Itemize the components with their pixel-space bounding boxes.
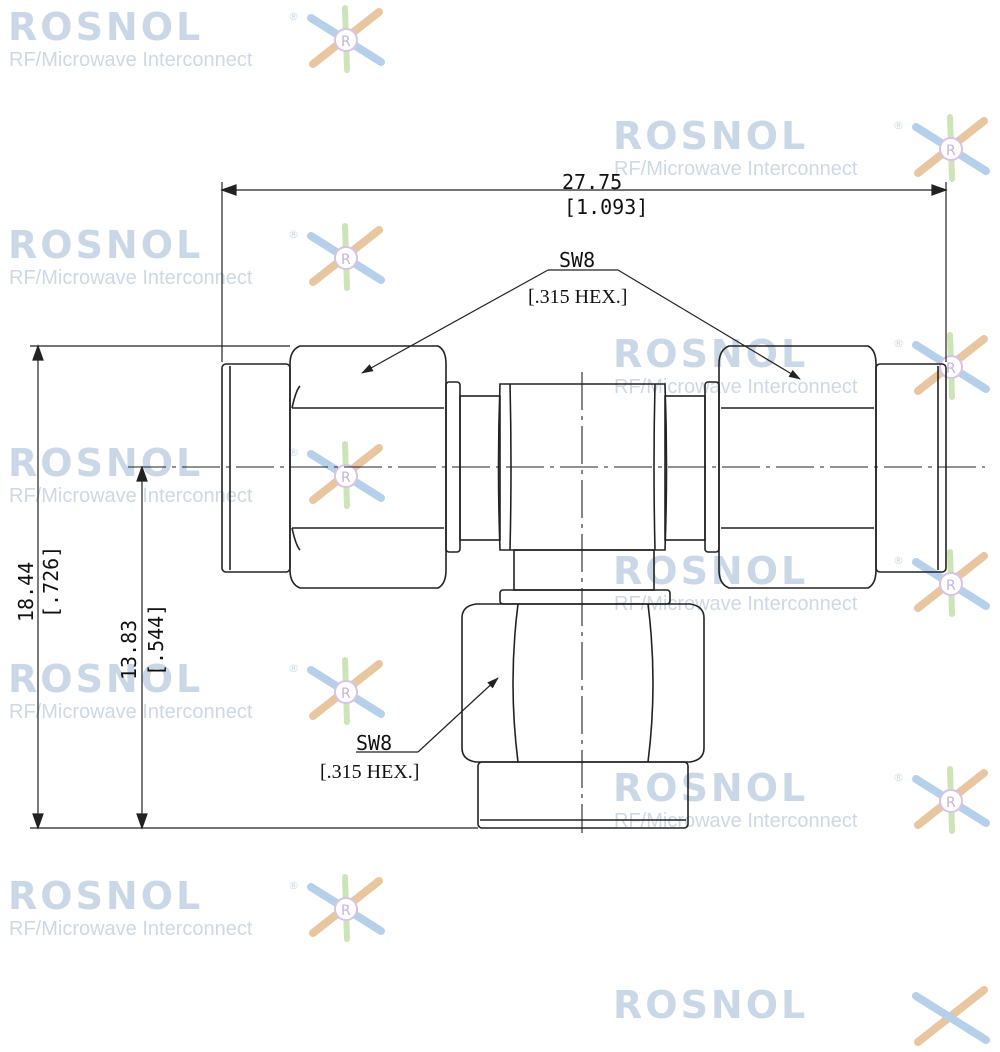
height-mm-label: 18.44 [14, 561, 38, 622]
right-body [875, 363, 947, 573]
axis-height-in-label: [.544] [144, 603, 168, 676]
leader-bottom [356, 677, 499, 753]
length-mm-label: 27.75 [562, 170, 623, 194]
bottom-neck [499, 549, 671, 605]
dimension-axis-height [136, 465, 148, 830]
length-in-label: [1.093] [564, 195, 649, 219]
bottom-hex-size-label: SW8 [356, 731, 393, 755]
center-body [497, 383, 668, 551]
bottom-hex-nut [461, 603, 705, 763]
bottom-hex-in-label: [.315 HEX.] [320, 761, 420, 783]
bottom-body [477, 761, 689, 829]
leader-top [361, 269, 801, 380]
left-collar [445, 381, 501, 553]
top-hex-size-label: SW8 [559, 248, 596, 272]
dimension-length [220, 182, 948, 362]
left-body [221, 363, 291, 573]
connector-drawing [30, 182, 985, 833]
axis-height-mm-label: 13.83 [117, 619, 141, 680]
height-in-label: [.726] [39, 545, 63, 618]
dimension-height [30, 344, 478, 830]
left-hex-nut [289, 345, 447, 589]
top-hex-in-label: [.315 HEX.] [528, 286, 628, 308]
